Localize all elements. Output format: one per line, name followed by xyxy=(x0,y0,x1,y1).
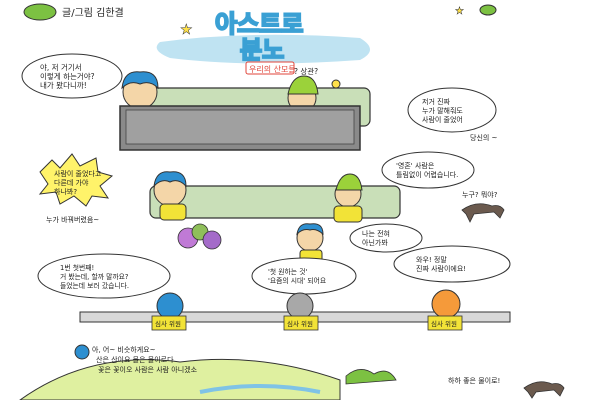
subtitle: 우리의 산모들 xyxy=(249,64,296,74)
panel-4: 1번 첫번째! 거 봤는데, 할까 말까요? 들었는데 보러 갔습니다. '첫 … xyxy=(37,245,511,331)
judge-nameplate xyxy=(151,315,187,331)
header: 글/그림 김한결 아스트로 분노 우리의 산모들 ★ ★ xyxy=(23,3,497,75)
tv-screen xyxy=(125,109,355,145)
speech-bubble-right xyxy=(393,245,511,283)
judge-mid-head xyxy=(286,292,314,320)
speech-bubble-left xyxy=(21,53,123,99)
blue-hair xyxy=(153,171,187,188)
bubble-line: 저거 진짜 xyxy=(422,97,451,106)
star-icon: ★ xyxy=(455,6,464,17)
bubble-line: 사람이 줄었어 xyxy=(422,115,463,124)
judge-left-head xyxy=(156,292,184,320)
blue-hair xyxy=(296,223,324,236)
svg-text:'첫 원하는 것' '요즘의 시대' 되어요: '첫 원하는 것' '요즘의 시대' 되어요 xyxy=(268,267,326,285)
svg-text:야, 저 거기서 이렇게 하는거야?: 야, 저 거기서 이렇게 하는거야? 내가 봤다니까! xyxy=(40,62,97,90)
panel-2: 사람이 줄었다고 다른데 가야 하나봐? '영혼' 사람은 틀림없이 어렵습니다… xyxy=(38,151,505,223)
svg-text:아, 어~ 비슷하게요~ 산은 산이요 물은 물: 아, 어~ 비슷하게요~ 산은 산이요 물은 물이로다 꽃은 꽃이오 사람은 사… xyxy=(92,345,198,374)
green-hill xyxy=(19,358,341,400)
green-hat xyxy=(335,173,363,191)
bubble-line: 이렇게 하는거야? xyxy=(40,71,95,81)
dog-figure xyxy=(461,203,505,223)
star-icon: ★ xyxy=(180,22,193,38)
yellow-body xyxy=(333,205,363,223)
title-line2: 분노 xyxy=(240,36,284,64)
nameplate-label: 심사 위원 xyxy=(287,319,313,328)
tree-bush xyxy=(345,369,397,385)
hat-pom xyxy=(331,79,341,89)
speech-bubble-right xyxy=(381,151,475,189)
judge-nameplate xyxy=(427,315,463,331)
panel-1: 야, 저 거기서 이렇게 하는거야? 내가 봤다니까! ? 상관? 저거 진짜 … xyxy=(21,53,498,151)
subtitle-tag xyxy=(245,61,295,75)
character-small xyxy=(74,344,90,360)
aside-text: 누가 바꿔버렸음~ xyxy=(46,215,99,224)
bubble-line: 1번 첫번째! xyxy=(60,263,94,272)
title-glow xyxy=(156,34,370,64)
aside-text: 누구? 뭐야? xyxy=(462,190,498,199)
burst-line: 다른데 가야 xyxy=(54,178,89,187)
burst-line: 사람이 줄었다고 xyxy=(54,169,102,178)
caption-line: 꽃은 꽃이오 사람은 사람 아니겠소 xyxy=(98,365,198,374)
speech-bubble-mid xyxy=(251,257,357,295)
bubble-line: 누가 말해줘도 xyxy=(422,106,463,115)
bubble-line: 거 봤는데, 할까 말까요? xyxy=(60,272,129,281)
flower-bouquet xyxy=(202,230,222,250)
nameplate-label: 심사 위원 xyxy=(155,319,181,328)
svg-text:저거 진짜 누가 말해줘도 사람이: 저거 진짜 누가 말해줘도 사람이 줄었어 xyxy=(422,97,465,124)
svg-text:와우! 정말 진짜 사람이에요!: 와우! 정말 진짜 사람이에요! xyxy=(416,255,466,273)
bubble-line: 진짜 사람이에요! xyxy=(416,264,466,273)
svg-text:1번 첫번째! 거 봤는데, 할까 말까요?: 1번 첫번째! 거 봤는데, 할까 말까요? 들었는데 보러 갔습니다. xyxy=(60,263,131,290)
svg-text:나는 전혀 아닌가봐: 나는 전혀 아닌가봐 xyxy=(362,229,392,247)
bubble-line: 들었는데 보러 갔습니다. xyxy=(60,281,129,290)
logo-blob-icon xyxy=(23,3,57,21)
aside-text: 당신의 ~ xyxy=(470,133,498,142)
judge-right-head xyxy=(431,289,461,319)
svg-text:사람이 줄었다고 다른데 가야 하나: 사람이 줄었다고 다른데 가야 하나봐? xyxy=(54,169,104,196)
yellow-body xyxy=(159,203,187,221)
svg-text:'영혼' 사람은 틀림없이 어렵습니다.: '영혼' 사람은 틀림없이 어렵습니다. xyxy=(396,161,458,179)
bubble-line: 나는 전혀 xyxy=(362,229,390,238)
speech-bubble-right xyxy=(349,223,423,253)
speech-bubble-right xyxy=(407,87,497,133)
bubble-line: 아닌가봐 xyxy=(362,238,388,247)
burst-bubble xyxy=(38,153,114,207)
burst-line: 하나봐? xyxy=(54,187,77,196)
speech-bubble-left xyxy=(37,253,171,299)
title-line1: 아스트로 xyxy=(215,10,303,38)
bug-icon xyxy=(479,4,497,16)
bubble-line: 야, 저 거기서 xyxy=(40,62,82,72)
blue-river xyxy=(199,384,321,394)
dog-figure xyxy=(523,381,565,399)
bubble-line: '요즘의 시대' 되어요 xyxy=(268,276,326,285)
aside-text: 하하 좋은 물이로! xyxy=(448,376,500,385)
bubble-line: '첫 원하는 것' xyxy=(268,267,307,276)
green-hat xyxy=(287,75,319,95)
panel-5: 아, 어~ 비슷하게요~ 산은 산이요 물은 물이로다 꽃은 꽃이오 사람은 사… xyxy=(19,344,565,400)
author-credit: 글/그림 김한결 xyxy=(62,7,124,19)
panel-3: 누가 바꿔버렸음~ 나는 전혀 아닌가봐 xyxy=(46,215,423,263)
bubble-line: 와우! 정말 xyxy=(416,255,447,264)
caption-line: 아, 어~ 비슷하게요~ xyxy=(92,345,156,354)
bubble-line: 내가 봤다니까! xyxy=(40,80,87,90)
bubble-line: '영혼' 사람은 xyxy=(396,161,435,170)
caption-line: 산은 산이요 물은 물이로다 xyxy=(96,355,174,364)
judge-nameplate xyxy=(283,315,319,331)
nameplate-label: 심사 위원 xyxy=(431,319,457,328)
small-bubble-text: ? 상관? xyxy=(294,66,318,76)
bubble-line: 틀림없이 어렵습니다. xyxy=(396,170,458,179)
blue-hair xyxy=(121,71,159,90)
